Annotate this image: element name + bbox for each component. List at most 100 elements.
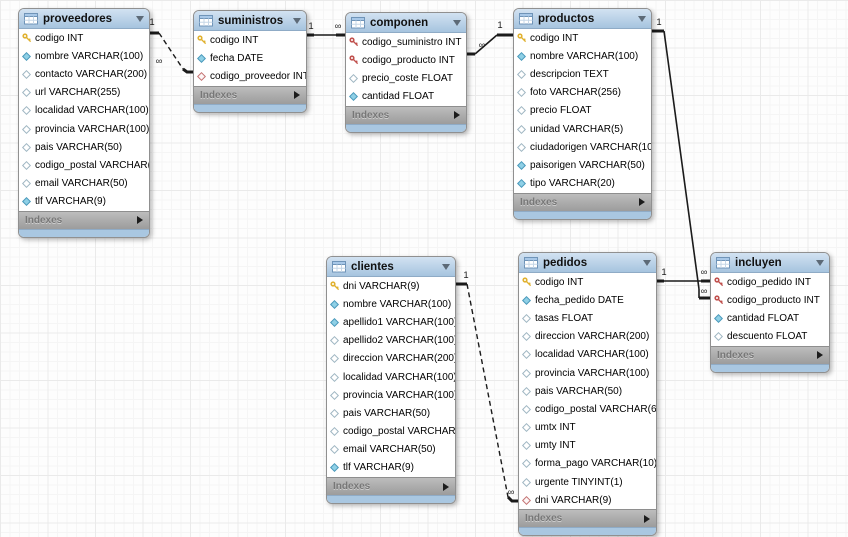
indexes-section[interactable]: Indexes [19, 210, 149, 229]
collapse-table-icon[interactable] [453, 19, 461, 26]
column-row[interactable]: precio_coste FLOAT [346, 69, 466, 87]
column-row[interactable]: dni VARCHAR(9) [327, 277, 455, 295]
relationship-pedidos-incluyen[interactable]: 1∞ [655, 267, 710, 283]
indexes-section[interactable]: Indexes [346, 105, 466, 124]
table-header[interactable]: productos [514, 9, 651, 29]
relationship-clientes-pedidos[interactable]: 1∞ [454, 270, 518, 503]
expand-indexes-icon[interactable] [443, 482, 449, 491]
table-header[interactable]: componen [346, 13, 466, 33]
column-row[interactable]: cantidad FLOAT [711, 309, 829, 327]
relationship-suministros-componen[interactable]: 1∞ [305, 21, 345, 37]
relationship-line-segment[interactable] [466, 283, 509, 498]
column-row[interactable]: paisorigen VARCHAR(50) [514, 156, 651, 174]
column-row[interactable]: descripcion TEXT [514, 65, 651, 83]
column-row[interactable]: umty INT [519, 437, 656, 455]
expand-indexes-icon[interactable] [294, 91, 300, 100]
column-row[interactable]: codigo_proveedor INT [194, 67, 306, 85]
column-row[interactable]: email VARCHAR(50) [327, 441, 455, 459]
column-row[interactable]: tasas FLOAT [519, 309, 656, 327]
column-row[interactable]: dni VARCHAR(9) [519, 491, 656, 509]
column-row[interactable]: umtx INT [519, 419, 656, 437]
collapse-table-icon[interactable] [816, 259, 824, 266]
column-row[interactable]: codigo INT [519, 273, 656, 291]
column-row[interactable]: codigo_producto INT [711, 291, 829, 309]
collapse-table-icon[interactable] [442, 263, 450, 270]
column-row[interactable]: cantidad FLOAT [346, 88, 466, 106]
column-row[interactable]: pais VARCHAR(50) [327, 404, 455, 422]
relationship-line-segment[interactable] [182, 67, 193, 74]
collapse-table-icon[interactable] [136, 15, 144, 22]
column-row[interactable]: descuento FLOAT [711, 328, 829, 346]
column-row[interactable]: ciudadorigen VARCHAR(100) [514, 138, 651, 156]
indexes-section[interactable]: Indexes [711, 345, 829, 364]
column-row[interactable]: codigo_postal VARCHAR(6) [19, 156, 149, 174]
column-row[interactable]: provincia VARCHAR(100) [327, 386, 455, 404]
column-row[interactable]: direccion VARCHAR(200) [327, 350, 455, 368]
column-row[interactable]: nombre VARCHAR(100) [327, 295, 455, 313]
column-row[interactable]: email VARCHAR(50) [19, 175, 149, 193]
column-row[interactable]: tlf VARCHAR(9) [327, 459, 455, 477]
relationship-line-segment[interactable] [158, 32, 184, 70]
column-row[interactable]: localidad VARCHAR(100) [19, 102, 149, 120]
column-row[interactable]: provincia VARCHAR(100) [519, 364, 656, 382]
relationship-productos-incluyen[interactable]: 1∞ [650, 17, 710, 300]
collapse-table-icon[interactable] [293, 17, 301, 24]
expand-indexes-icon[interactable] [137, 216, 143, 225]
column-row[interactable]: foto VARCHAR(256) [514, 84, 651, 102]
column-row[interactable]: unidad VARCHAR(5) [514, 120, 651, 138]
column-row[interactable]: codigo_producto INT [346, 51, 466, 69]
column-row[interactable]: tlf VARCHAR(9) [19, 193, 149, 211]
column-row[interactable]: nombre VARCHAR(100) [514, 47, 651, 65]
table-header[interactable]: proveedores [19, 9, 149, 29]
column-row[interactable]: codigo_suministro INT [346, 33, 466, 51]
indexes-section[interactable]: Indexes [327, 477, 455, 496]
column-row[interactable]: precio FLOAT [514, 102, 651, 120]
indexes-section[interactable]: Indexes [514, 192, 651, 211]
column-row[interactable]: url VARCHAR(255) [19, 84, 149, 102]
collapse-table-icon[interactable] [638, 15, 646, 22]
column-row[interactable]: urgente TINYINT(1) [519, 473, 656, 491]
table-header[interactable]: suministros [194, 11, 306, 31]
expand-indexes-icon[interactable] [639, 198, 645, 207]
column-row[interactable]: codigo INT [19, 29, 149, 47]
table-header[interactable]: incluyen [711, 253, 829, 273]
column-row[interactable]: localidad VARCHAR(100) [519, 346, 656, 364]
column-row[interactable]: localidad VARCHAR(100) [327, 368, 455, 386]
column-row[interactable]: apellido2 VARCHAR(100) [327, 332, 455, 350]
column-row[interactable]: codigo_postal VARCHAR(6) [327, 423, 455, 441]
column-row[interactable]: codigo_postal VARCHAR(6) [519, 400, 656, 418]
column-row[interactable]: direccion VARCHAR(200) [519, 328, 656, 346]
column-row[interactable]: tipo VARCHAR(20) [514, 175, 651, 193]
column-row[interactable]: pais VARCHAR(50) [519, 382, 656, 400]
column-row[interactable]: fecha_pedido DATE [519, 291, 656, 309]
table-header[interactable]: clientes [327, 257, 455, 277]
expand-indexes-icon[interactable] [644, 514, 650, 523]
expand-indexes-icon[interactable] [817, 351, 823, 360]
column-row[interactable]: codigo INT [514, 29, 651, 47]
expand-indexes-icon[interactable] [454, 111, 460, 120]
column-row[interactable]: fecha DATE [194, 49, 306, 67]
column-row[interactable]: pais VARCHAR(50) [19, 138, 149, 156]
column-row[interactable]: codigo INT [194, 31, 306, 49]
column-row[interactable]: codigo_pedido INT [711, 273, 829, 291]
relationship-componen-productos[interactable]: ∞1 [465, 20, 513, 56]
relationship-proveedores-suministros[interactable]: 1∞ [148, 17, 193, 74]
column-row[interactable]: forma_pago VARCHAR(10) [519, 455, 656, 473]
column-row[interactable]: provincia VARCHAR(100) [19, 120, 149, 138]
column-row[interactable]: contacto VARCHAR(200) [19, 65, 149, 83]
relationship-line-segment[interactable] [506, 495, 518, 503]
indexes-section[interactable]: Indexes [519, 509, 656, 528]
indexes-section[interactable]: Indexes [194, 85, 306, 104]
column-row[interactable]: apellido1 VARCHAR(100) [327, 313, 455, 331]
collapse-table-icon[interactable] [643, 259, 651, 266]
relationship-line-segment[interactable] [663, 30, 700, 290]
relationship-line-segment[interactable] [474, 34, 498, 55]
